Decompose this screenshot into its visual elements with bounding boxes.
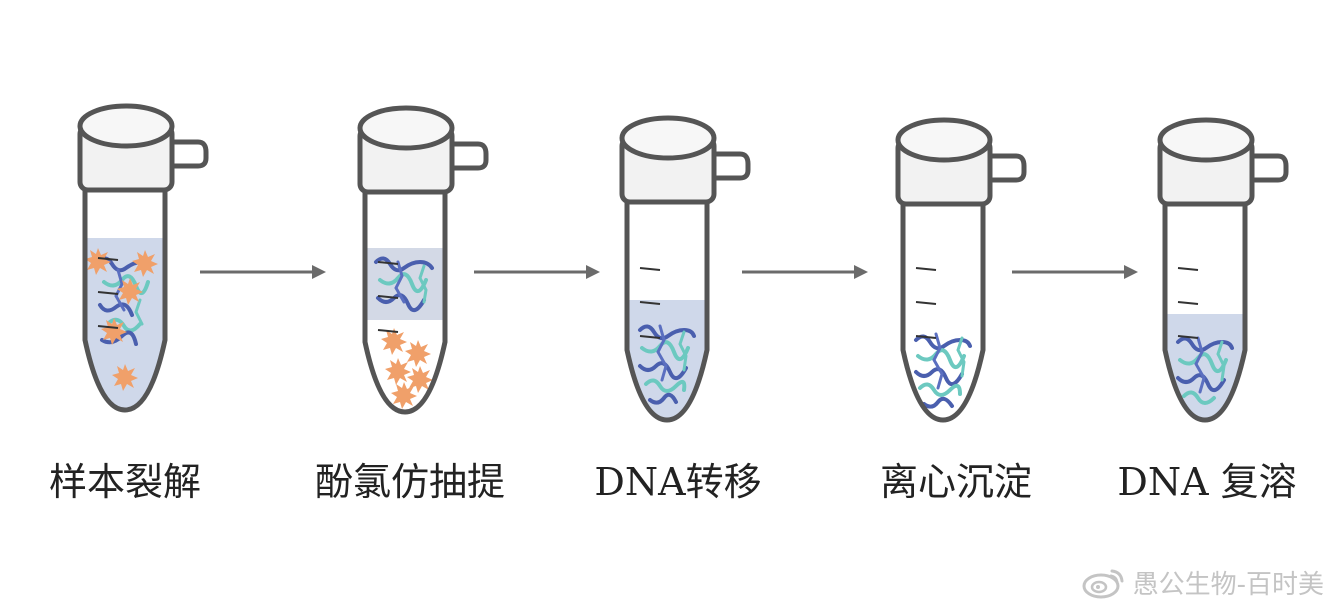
step-label-dna-redissolve: DNA 复溶 [1117, 460, 1297, 504]
dna-strands [638, 324, 696, 405]
watermark: 愚公生物-百时美 [1081, 562, 1324, 602]
tube-lysis [77, 103, 209, 413]
step-label-phenol-chloroform: 酚氯仿抽提 [314, 460, 506, 504]
dna-pellet [914, 332, 972, 409]
arrow-step-1 [200, 265, 326, 279]
dna-strands [374, 256, 434, 312]
protein-debris [381, 328, 433, 409]
tube-dna-redissolve [1157, 117, 1289, 423]
cell-debris [85, 248, 158, 391]
dna-solution [1165, 314, 1245, 420]
step-label-lysis: 样本裂解 [48, 460, 202, 504]
dna-strands [1176, 336, 1234, 405]
tube-phenol-chloroform [357, 105, 489, 415]
arrow-step-3 [742, 265, 868, 279]
arrow-step-4 [1012, 265, 1138, 279]
arrow-step-2 [474, 265, 600, 279]
tube-dna-transfer [619, 115, 751, 423]
step-label-dna-transfer: DNA转移 [594, 460, 762, 504]
aqueous-phase [365, 248, 445, 320]
weibo-icon [1081, 565, 1127, 599]
step-label-centrifugation: 离心沉淀 [879, 460, 1033, 504]
tube-centrifugation [895, 117, 1027, 423]
watermark-text: 愚公生物-百时美 [1132, 569, 1324, 600]
